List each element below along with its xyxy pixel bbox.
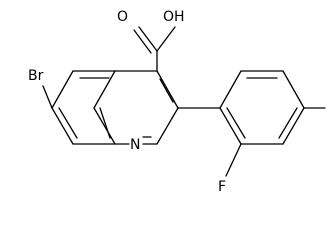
quinoline-core [42,70,179,145]
bond-c8a-c8a [93,107,116,145]
bond-c-oh [156,26,176,52]
oxygen-label: O [117,9,128,25]
bond-aryl-6-1 [219,107,242,145]
bond-c4-c3 [156,70,179,109]
bond-c6-c7 [51,107,74,145]
bond-c5-c6 [51,70,74,109]
hydroxyl-label: OH [163,9,185,25]
nitrogen-label: N [130,137,140,153]
carboxylic-acid-group [133,26,176,72]
bond-c6-br [42,85,53,109]
bond-c4-c3-inner [159,78,174,103]
bond-aryl-4-5-inner [278,107,298,139]
fluorine-label: F [218,179,226,195]
bond-aryl-4-5 [282,107,305,145]
bond-aryl-f [225,143,242,177]
bond-aryl-3-4 [282,70,305,109]
bond-c6-c7-inner [58,107,78,139]
fluoro-methyl-phenyl-ring [177,70,326,177]
bond-c-o-double-inner [133,29,152,54]
bond-aryl-1-2 [219,70,242,109]
chemical-structure: OH O Br N F [28,9,326,195]
bond-aryl-6-1-inner [226,107,246,139]
bond-c3-c2 [156,107,179,145]
bond-c8a-inner [99,107,111,139]
bromine-label: Br [28,68,44,84]
bond-c4a-c8a [93,70,116,109]
bond-c-o-double [138,26,158,52]
